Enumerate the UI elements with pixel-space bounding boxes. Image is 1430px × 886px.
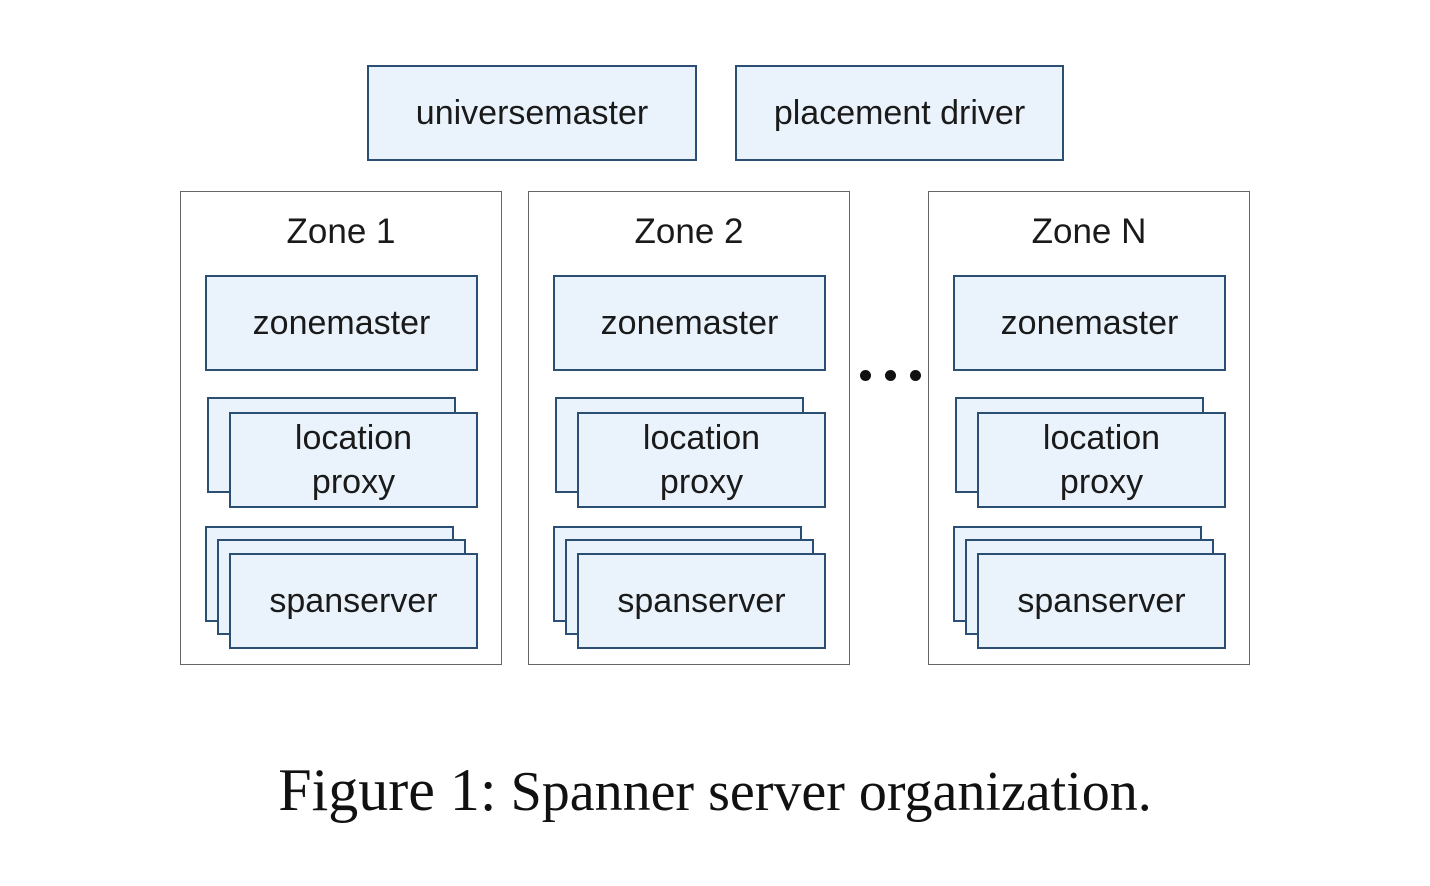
spanserver-box: spanserver <box>229 553 478 649</box>
figure-caption: Figure 1: Spanner server organization. <box>0 760 1430 820</box>
ellipsis-dot <box>910 370 921 381</box>
zone-n: Zone N zonemaster location proxy spanser… <box>928 191 1250 665</box>
location-proxy-label-line2: proxy <box>659 463 744 501</box>
zonemaster-box: zonemaster <box>953 275 1226 371</box>
figure-caption-text: Spanner server organization. <box>510 761 1152 823</box>
zonemaster-box: zonemaster <box>553 275 826 371</box>
zone-title: Zone N <box>1031 212 1147 251</box>
ellipsis-dot <box>885 370 896 381</box>
zonemaster-box: zonemaster <box>205 275 478 371</box>
spanserver-label: spanserver <box>1017 581 1186 620</box>
ellipsis-icon <box>856 368 926 388</box>
zonemaster-label: zonemaster <box>600 303 779 342</box>
zone-title: Zone 1 <box>286 212 396 251</box>
placement-driver-box: placement driver <box>735 65 1064 161</box>
location-proxy-label-line1: location <box>1042 418 1161 457</box>
location-proxy-label-line1: location <box>294 418 413 457</box>
spanserver-label: spanserver <box>617 581 786 620</box>
universemaster-box: universemaster <box>367 65 697 161</box>
figure-number: Figure 1: <box>278 757 497 823</box>
location-proxy-box: location proxy <box>229 412 478 508</box>
location-proxy-box: location proxy <box>577 412 826 508</box>
location-proxy-label-line1: location <box>642 418 761 457</box>
ellipsis-dot <box>860 370 871 381</box>
location-proxy-label-line2: proxy <box>1059 463 1144 501</box>
zone-1: Zone 1 zonemaster location proxy spanser… <box>180 191 502 665</box>
spanserver-box: spanserver <box>977 553 1226 649</box>
location-proxy-box: location proxy <box>977 412 1226 508</box>
zone-title: Zone 2 <box>634 212 744 251</box>
location-proxy-label-line2: proxy <box>311 463 396 501</box>
universemaster-label: universemaster <box>415 93 649 132</box>
zonemaster-label: zonemaster <box>1000 303 1179 342</box>
spanserver-label: spanserver <box>269 581 438 620</box>
spanserver-box: spanserver <box>577 553 826 649</box>
zone-2: Zone 2 zonemaster location proxy spanser… <box>528 191 850 665</box>
placement-driver-label: placement driver <box>773 93 1026 132</box>
zonemaster-label: zonemaster <box>252 303 431 342</box>
